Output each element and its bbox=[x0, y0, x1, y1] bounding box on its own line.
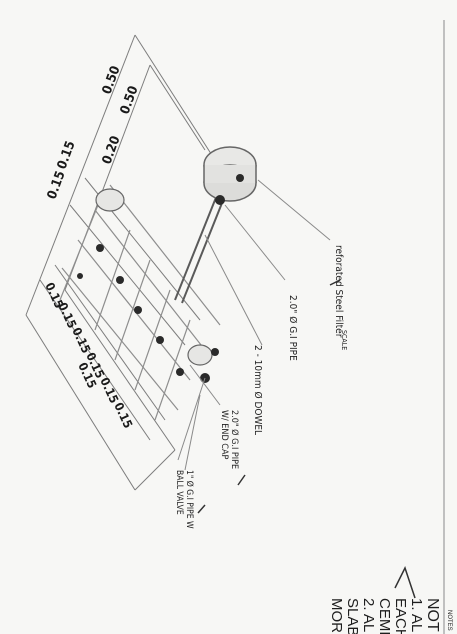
notes-line-4: 2. AL bbox=[360, 598, 377, 632]
dimension-top-b: 0.50 bbox=[118, 84, 142, 116]
notes-line-6: MOR bbox=[328, 598, 345, 633]
label-ballvalve-line2: BALL VALVE bbox=[174, 470, 184, 515]
dimension-top-c: 0.15 bbox=[45, 169, 69, 201]
label-endcap-pipe-line1: 2.0" Ø G.I PIPE bbox=[229, 410, 240, 469]
iso-frame-lines bbox=[25, 34, 216, 491]
label-scale: SCALE bbox=[340, 330, 348, 350]
end-cap bbox=[95, 188, 213, 366]
leader-lines bbox=[177, 179, 331, 471]
label-ballvalve-line1: 1" Ø G.I PIPE W bbox=[184, 470, 195, 529]
label-steel-filter: reforated Steel Filter bbox=[333, 245, 344, 338]
steel-filter bbox=[203, 146, 257, 202]
label-endcap-pipe-line2: W/ END CAP bbox=[219, 410, 229, 459]
notes-title: NOT bbox=[424, 598, 441, 632]
dimension-top-e: 0.20 bbox=[100, 134, 124, 166]
notes-line-1: 1. AL bbox=[408, 598, 425, 632]
dimension-side-f: 0.15 bbox=[111, 400, 135, 430]
dimension-side-c: 0.15 bbox=[69, 325, 93, 355]
label-main-pipe: 2.0" Ø G.I PIPE bbox=[287, 295, 299, 361]
dimension-top-a: 0.50 bbox=[100, 64, 124, 96]
notes-heading: NOTES bbox=[446, 610, 452, 631]
dimension-top-d: 0.15 bbox=[55, 139, 79, 171]
label-dowel: 2 - 10mm Ø DOWEL bbox=[252, 345, 264, 435]
pipe-fittings bbox=[77, 174, 244, 383]
notes-line-2: EACH bbox=[392, 598, 409, 634]
leader-arrows bbox=[197, 279, 416, 599]
notes-line-3: CEME bbox=[376, 598, 393, 634]
notes-line-5: SLAB bbox=[344, 598, 361, 634]
dimension-side-e: 0.15 bbox=[97, 375, 121, 405]
